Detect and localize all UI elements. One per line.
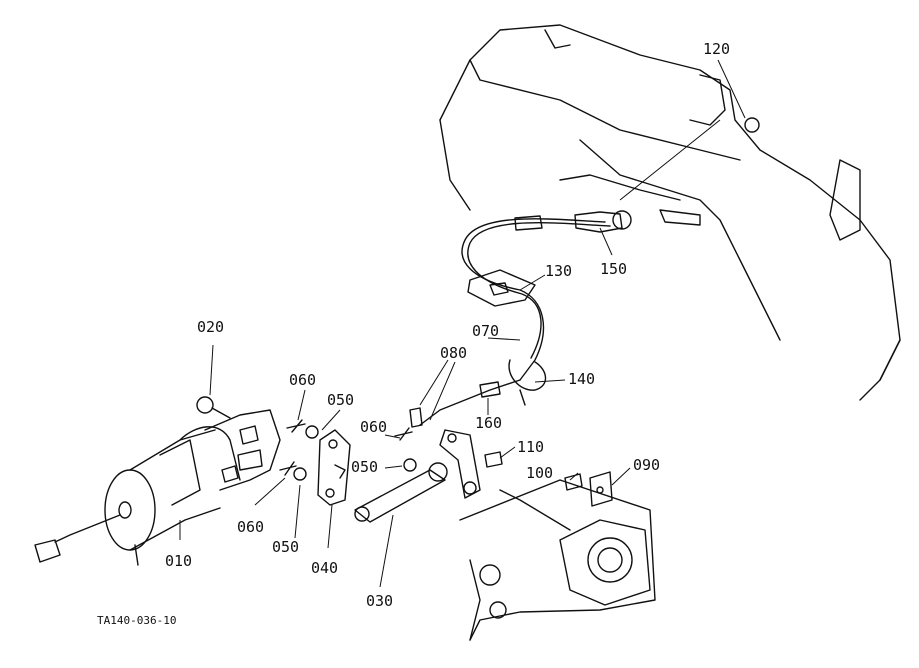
washers-and-pins bbox=[279, 117, 760, 481]
link-plate bbox=[317, 429, 351, 506]
callout-060-top: 060 bbox=[289, 371, 317, 389]
governor-lever bbox=[409, 407, 503, 499]
callout-060-bottom: 060 bbox=[237, 518, 265, 536]
cable-clamp bbox=[467, 269, 536, 307]
callout-090: 090 bbox=[633, 456, 661, 474]
callout-leader-lines bbox=[179, 59, 746, 588]
cable-clip bbox=[508, 359, 547, 406]
callout-010: 010 bbox=[165, 552, 193, 570]
figure-code: TA140-036-10 bbox=[97, 614, 177, 627]
callout-080: 080 bbox=[440, 344, 468, 362]
engine-housing bbox=[459, 479, 656, 641]
callout-050-top: 050 bbox=[327, 391, 355, 409]
callout-040: 040 bbox=[311, 559, 339, 577]
callout-100: 100 bbox=[526, 464, 554, 482]
stop-solenoid bbox=[34, 396, 281, 566]
callout-160: 160 bbox=[475, 414, 503, 432]
throttle-cable bbox=[419, 210, 632, 426]
callout-050-mid: 050 bbox=[351, 458, 379, 476]
callout-150: 150 bbox=[600, 260, 628, 278]
callout-060-mid: 060 bbox=[360, 418, 388, 436]
callout-130: 130 bbox=[545, 262, 573, 280]
callout-070: 070 bbox=[472, 322, 500, 340]
callout-140: 140 bbox=[568, 370, 596, 388]
callout-030: 030 bbox=[366, 592, 394, 610]
dashboard-panel bbox=[439, 24, 901, 401]
link-rod bbox=[354, 462, 448, 523]
callout-110: 110 bbox=[517, 438, 545, 456]
callout-120: 120 bbox=[703, 40, 731, 58]
callout-020: 020 bbox=[197, 318, 225, 336]
callout-050-bottom: 050 bbox=[272, 538, 300, 556]
